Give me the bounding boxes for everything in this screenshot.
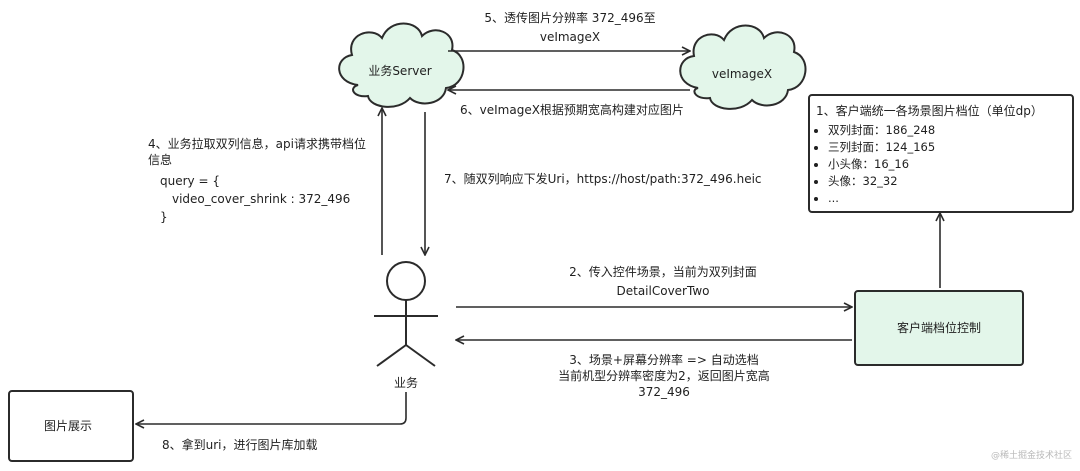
- query-line: }: [160, 210, 168, 224]
- query-line: video_cover_shrink : 372_496: [172, 192, 351, 206]
- edge-5-line: veImageX: [539, 30, 601, 44]
- veimagex-label: veImageX: [711, 67, 773, 81]
- client-control-label: 客户端档位控制: [896, 321, 981, 335]
- tier-item: 双列封面：186_248: [828, 122, 1072, 139]
- edge-4-line: 信息: [148, 153, 173, 167]
- veimagex-cloud: [679, 24, 807, 110]
- tier-item: 小头像：16_16: [828, 156, 1072, 173]
- edge-6-label: 6、veImageX根据预期宽高构建对应图片: [460, 103, 684, 117]
- tier-item: 三列封面：124_165: [828, 139, 1072, 156]
- edge-4-line: 4、业务拉取双列信息，api请求携带档位: [148, 137, 366, 151]
- tier-list: 双列封面：186_248 三列封面：124_165 小头像：16_16 头像：3…: [810, 122, 1072, 207]
- query-line: query = {: [160, 174, 220, 188]
- edge-3-line: 372_496: [638, 385, 690, 399]
- query-code-block: query = { video_cover_shrink : 372_496 }: [160, 172, 350, 226]
- client-control-box: 客户端档位控制: [854, 290, 1024, 366]
- image-display-box: 图片展示: [8, 390, 134, 462]
- tier-title: 1、客户端统一各场景图片档位（单位dp）: [816, 104, 1043, 118]
- edge-2-label: 2、传入控件场景，当前为双列封面 DetailCoverTwo: [548, 264, 778, 299]
- edge-7-label: 7、随双列响应下发Uri，https://host/path:372_496.h…: [444, 172, 762, 186]
- image-display-label: 图片展示: [44, 419, 93, 433]
- tier-item: ...: [828, 190, 1072, 207]
- edge-3-line: 3、场景+屏幕分辨率 => 自动选档: [569, 353, 759, 367]
- edge-3-label: 3、场景+屏幕分辨率 => 自动选档 当前机型分辨率密度为2，返回图片宽高 37…: [544, 352, 784, 400]
- edge-2-line: DetailCoverTwo: [616, 284, 710, 298]
- biz-server-cloud: [338, 22, 465, 108]
- tier-item: 头像：32_32: [828, 173, 1072, 190]
- edge-5-line: 5、透传图片分辨率 372_496至: [484, 11, 656, 25]
- watermark: @稀土掘金技术社区: [990, 451, 1072, 461]
- biz-server-label: 业务Server: [368, 64, 432, 78]
- actor-figure: [374, 261, 438, 367]
- actor-label: 业务: [393, 376, 418, 390]
- edge-8-label: 8、拿到uri，进行图片库加载: [162, 438, 318, 452]
- edge-2-line: 2、传入控件场景，当前为双列封面: [569, 265, 757, 279]
- edge-4-label: 4、业务拉取双列信息，api请求携带档位 信息: [148, 136, 366, 168]
- edge-5-label: 5、透传图片分辨率 372_496至 veImageX: [470, 10, 670, 45]
- tier-box: 1、客户端统一各场景图片档位（单位dp） 双列封面：186_248 三列封面：1…: [808, 94, 1074, 213]
- arrow-8: [136, 392, 407, 424]
- edge-3-line: 当前机型分辨率密度为2，返回图片宽高: [558, 369, 770, 383]
